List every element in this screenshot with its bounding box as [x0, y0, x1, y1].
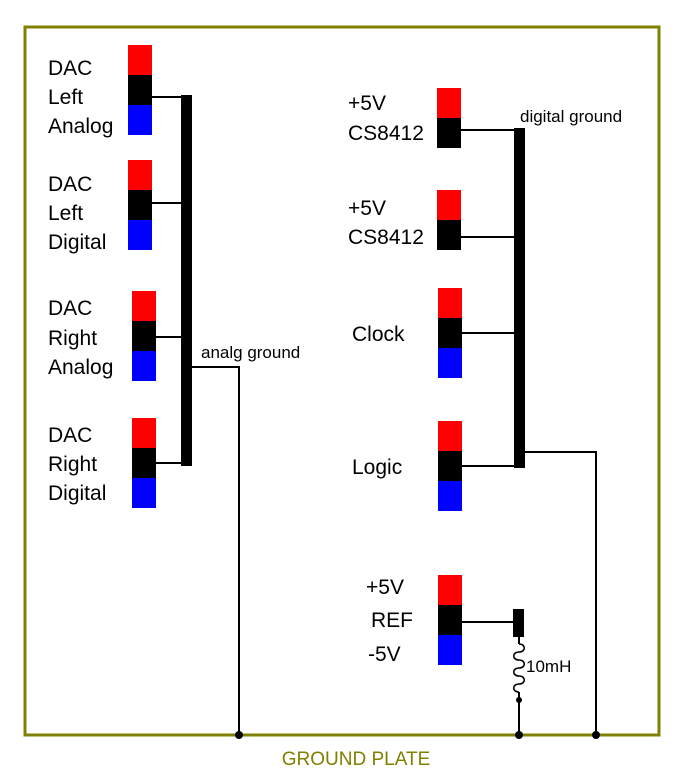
cs8412-b-line1: +5V: [348, 197, 386, 220]
dac-right-digital: DAC Right Digital: [48, 418, 156, 508]
dac-right-analog: DAC Right Analog: [48, 291, 156, 381]
positive-terminal: [132, 418, 156, 448]
cs8412-b-line2: CS8412: [348, 226, 424, 249]
ground-terminal: [438, 451, 462, 481]
dac-right-analog-line1: DAC: [48, 297, 92, 320]
dac-left-digital: DAC Left Digital: [48, 160, 152, 254]
ref-ground-node: [513, 609, 524, 637]
ref-line3: -5V: [368, 643, 401, 666]
ref-plate-junction: [515, 731, 523, 739]
dac-left-analog-line3: Analog: [48, 115, 113, 138]
negative-terminal: [132, 478, 156, 508]
wire-digital-bus-to-plate: [525, 451, 597, 735]
dac-left-analog: DAC Left Analog: [48, 45, 152, 138]
ground-terminal: [132, 448, 156, 478]
dac-left-analog-line1: DAC: [48, 57, 92, 80]
digital-ground-label: digital ground: [520, 107, 622, 126]
ground-terminal: [437, 220, 461, 250]
cs8412-a-line1: +5V: [348, 92, 386, 115]
dac-right-analog-line3: Analog: [48, 356, 113, 379]
positive-terminal: [438, 288, 462, 318]
positive-terminal: [128, 160, 152, 190]
ground-terminal: [438, 605, 462, 635]
ground-terminal: [128, 75, 152, 105]
dac-left-digital-line3: Digital: [48, 231, 106, 254]
logic-supply: Logic: [352, 421, 462, 511]
digital-ground-wires: [461, 129, 597, 735]
positive-terminal: [438, 575, 462, 605]
positive-terminal: [438, 421, 462, 451]
analog-plate-junction: [235, 731, 243, 739]
negative-terminal: [128, 220, 152, 250]
dac-right-digital-line1: DAC: [48, 424, 92, 447]
positive-terminal: [437, 88, 461, 118]
ground-terminal: [128, 190, 152, 220]
inductor-label: 10mH: [526, 657, 571, 676]
digital-plate-junction: [592, 731, 600, 739]
positive-terminal: [128, 45, 152, 75]
inductor-lead-dot: [516, 697, 522, 703]
clock-supply: Clock: [352, 288, 462, 378]
clock-label: Clock: [352, 323, 405, 346]
analog-ground-wires: [152, 96, 240, 735]
ground-terminal: [437, 118, 461, 148]
ref-line2: REF: [371, 609, 413, 632]
logic-label: Logic: [352, 456, 402, 479]
ref-line1: +5V: [366, 576, 404, 599]
dac-left-digital-line2: Left: [48, 202, 83, 225]
positive-terminal: [437, 190, 461, 220]
ground-plate-label: GROUND PLATE: [282, 749, 431, 770]
analog-ground-label: analg ground: [201, 343, 300, 362]
dac-left-analog-line2: Left: [48, 86, 83, 109]
ref-supply: +5V REF -5V: [366, 575, 462, 666]
negative-terminal: [438, 635, 462, 665]
inductor-coil: [513, 643, 525, 693]
negative-terminal: [132, 351, 156, 381]
cs8412-a-line2: CS8412: [348, 122, 424, 145]
ground-plate-border: [23, 25, 661, 737]
ground-terminal: [438, 318, 462, 348]
digital-ground-bus: [514, 128, 525, 468]
negative-terminal: [128, 105, 152, 135]
positive-terminal: [132, 291, 156, 321]
dac-right-analog-line2: Right: [48, 327, 97, 350]
negative-terminal: [438, 481, 462, 511]
wire-analog-bus-to-plate: [192, 366, 240, 735]
ground-terminal: [132, 321, 156, 351]
dac-right-digital-line2: Right: [48, 453, 97, 476]
cs8412-a: +5V CS8412: [348, 88, 461, 148]
dac-right-digital-line3: Digital: [48, 482, 106, 505]
analog-ground-bus: [181, 95, 192, 466]
cs8412-b: +5V CS8412: [348, 190, 461, 250]
negative-terminal: [438, 348, 462, 378]
dac-left-digital-line1: DAC: [48, 173, 92, 196]
